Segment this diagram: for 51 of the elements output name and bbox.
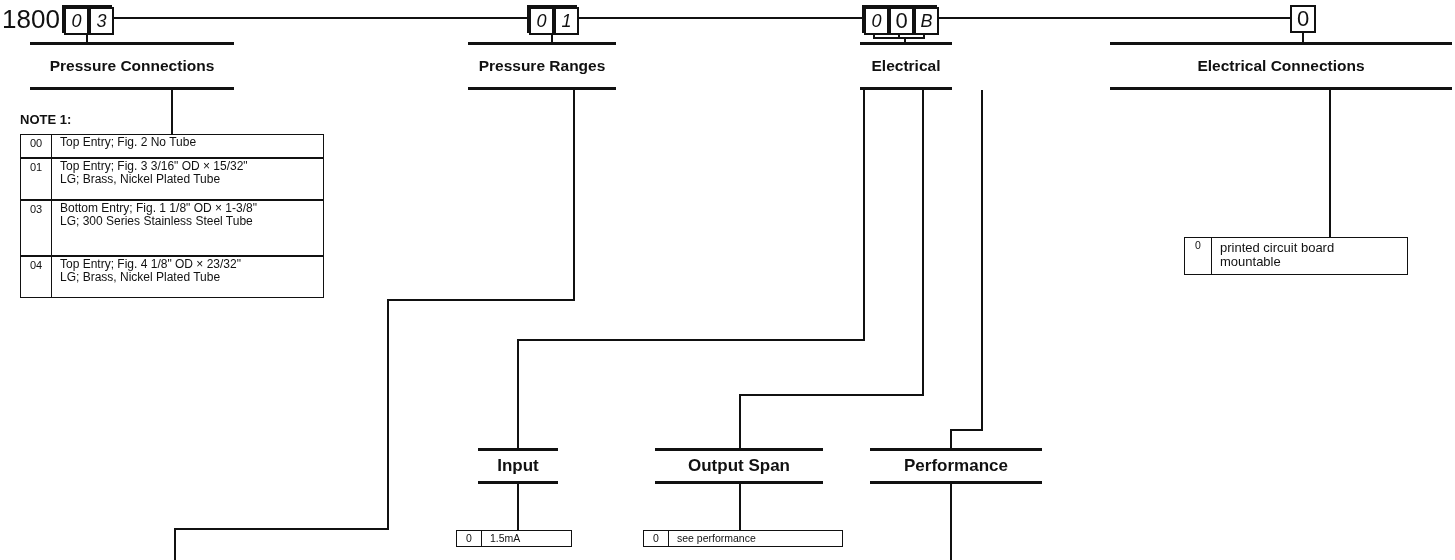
model-number-prefix: 1800 bbox=[2, 4, 60, 34]
option-code: 03 bbox=[21, 201, 52, 255]
table-row bbox=[20, 200, 324, 256]
option-code: 00 bbox=[21, 135, 52, 157]
connector-line bbox=[1329, 89, 1331, 238]
section-title: Pressure Connections bbox=[49, 57, 215, 75]
code-digit-box: 0 bbox=[529, 7, 554, 35]
code-digit-box: 3 bbox=[89, 7, 114, 35]
connector-line bbox=[174, 89, 575, 560]
section-title: Input bbox=[497, 456, 539, 476]
section-title: Electrical bbox=[871, 57, 941, 75]
option-code: 0 bbox=[457, 531, 482, 546]
connector-line bbox=[950, 483, 952, 560]
connector-line bbox=[950, 89, 983, 449]
note-heading: NOTE 1: bbox=[20, 112, 72, 127]
option-box bbox=[456, 530, 572, 547]
table-row bbox=[20, 158, 324, 200]
option-code: 04 bbox=[21, 257, 52, 297]
option-box bbox=[1184, 237, 1408, 275]
option-code: 0 bbox=[644, 531, 669, 546]
code-digit-box: B bbox=[914, 7, 939, 35]
connector-line bbox=[517, 89, 865, 449]
option-code: 01 bbox=[21, 159, 52, 199]
connector-line bbox=[171, 89, 173, 135]
connector-line bbox=[1302, 32, 1304, 43]
code-digit-box: 0 bbox=[64, 7, 89, 35]
option-description: 1.5mA bbox=[489, 531, 522, 546]
section-title: Electrical Connections bbox=[1197, 57, 1365, 75]
code-digit-box: 1 bbox=[554, 7, 579, 35]
section-title: Pressure Ranges bbox=[478, 57, 606, 75]
code-digit-box: 0 bbox=[864, 7, 889, 35]
option-box bbox=[643, 530, 843, 547]
option-description: Top Entry; Fig. 2 No Tube bbox=[59, 135, 198, 151]
table-row bbox=[20, 134, 324, 158]
option-code: 0 bbox=[1185, 238, 1212, 274]
connector-line bbox=[739, 89, 924, 449]
code-digit-box: 0 bbox=[1290, 5, 1316, 33]
code-group-box bbox=[527, 5, 577, 33]
connector-line bbox=[739, 483, 741, 531]
section-title: Performance bbox=[904, 456, 1008, 476]
option-description: Top Entry; Fig. 4 1/8" OD × 23/32" LG; Brass, Nickel Plated Tube bbox=[59, 257, 242, 286]
table-row bbox=[20, 256, 324, 298]
section-title: Output Span bbox=[688, 456, 790, 476]
connector-line bbox=[517, 483, 519, 531]
option-description: see performance bbox=[676, 531, 757, 546]
code-group-box bbox=[862, 5, 937, 33]
code-digit-box: 0 bbox=[889, 7, 914, 35]
code-group-box bbox=[62, 5, 112, 33]
option-description: Top Entry; Fig. 3 3/16" OD × 15/32" LG; Brass, Nickel Plated Tube bbox=[59, 159, 249, 188]
option-description: printed circuit board mountable bbox=[1219, 239, 1336, 271]
option-description: Bottom Entry; Fig. 1 1/8" OD × 1-3/8" LG; 300 Series Stainless Steel Tube bbox=[59, 201, 258, 230]
